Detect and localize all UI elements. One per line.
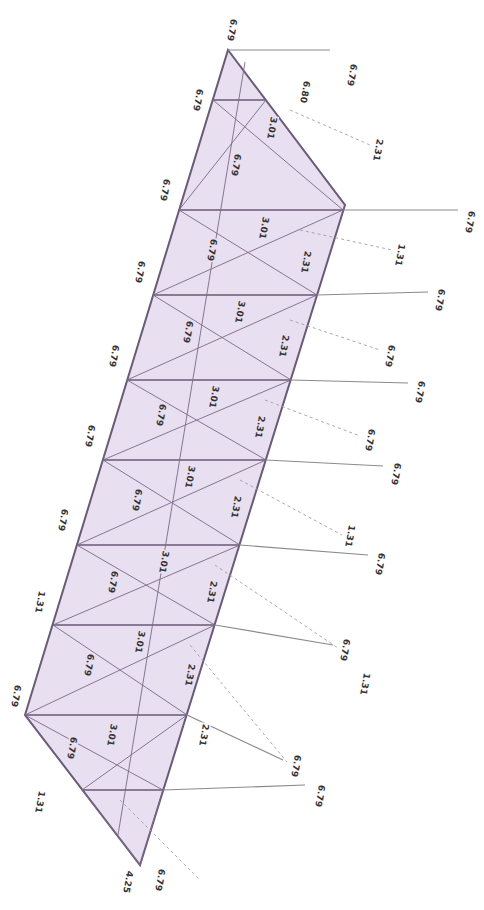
dimension-label: 6.79 (191, 87, 205, 113)
dimension-label: 1.31 (358, 671, 372, 697)
dimension-label: 6.79 (433, 287, 447, 313)
dimension-label: 6.79 (413, 379, 427, 405)
dimension-label: 1.31 (33, 789, 47, 815)
dimension-label: 6.79 (133, 259, 147, 285)
dimension-label: 6.79 (313, 783, 327, 809)
dimension-label: 6.79 (463, 209, 477, 235)
dimension-label: 6.79 (225, 17, 239, 43)
dimension-label: 6.79 (9, 683, 23, 709)
dimension-label: 6.79 (56, 507, 70, 533)
dimension-label: 4.25 (121, 869, 135, 895)
dimension-label: 6.79 (107, 343, 121, 369)
dimension-label: 6.79 (345, 62, 359, 88)
dimension-label: 6.79 (383, 343, 397, 369)
dimension-label: 6.79 (389, 461, 403, 487)
row-lines (25, 100, 343, 790)
dimension-label: 6.80 (298, 79, 312, 105)
mesh-lines (25, 62, 343, 865)
dimension-label: 1.31 (393, 242, 407, 268)
dimension-label: 2.31 (371, 137, 385, 163)
leader-lines (163, 50, 458, 790)
panel-outline (25, 50, 345, 865)
dimension-label: 6.79 (153, 867, 167, 893)
dimension-label: 2.31 (197, 722, 211, 748)
dimension-label: 1.31 (343, 523, 357, 549)
dashed-leaders (120, 110, 392, 880)
dimension-label: 1.31 (33, 589, 47, 615)
dimension-label: 6.79 (83, 423, 97, 449)
dimension-label: 6.79 (338, 637, 352, 663)
dimension-label: 6.79 (158, 177, 172, 203)
dimension-label: 6.79 (289, 753, 303, 779)
dimension-label: 6.79 (373, 551, 387, 577)
dimension-label: 6.79 (363, 427, 377, 453)
